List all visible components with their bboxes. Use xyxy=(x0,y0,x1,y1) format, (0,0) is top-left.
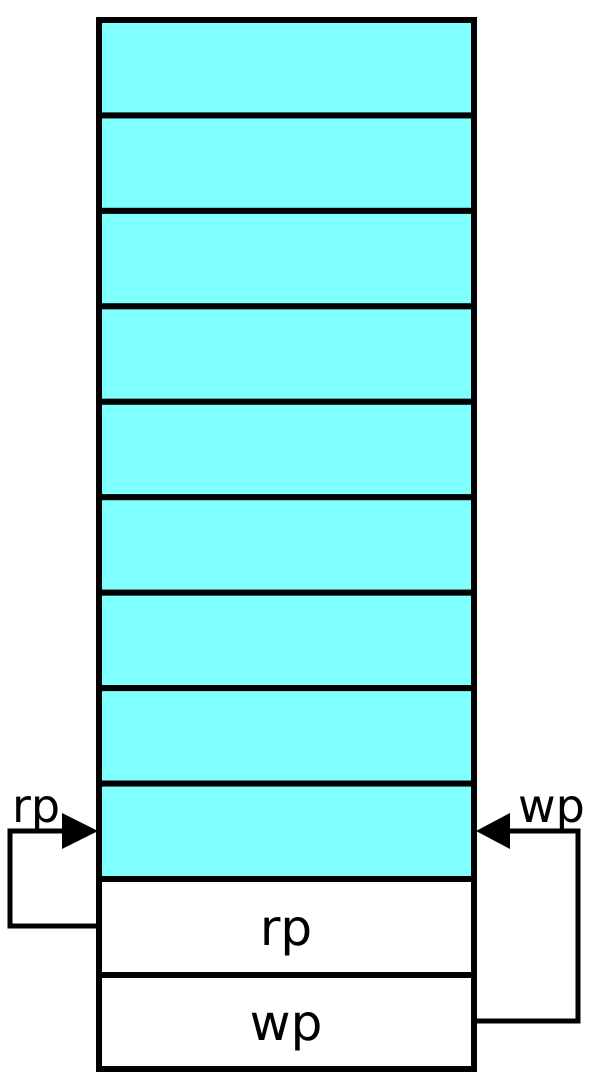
write-pointer-label: wp xyxy=(518,779,585,833)
write-pointer-line xyxy=(474,828,581,1024)
buffer-slot-6 xyxy=(96,494,477,596)
register-label-rp: rp xyxy=(260,899,312,957)
read-pointer-label: rp xyxy=(12,779,60,833)
buffer-slots xyxy=(96,17,477,882)
write-pointer-arrowhead xyxy=(476,813,510,849)
register-box-wp xyxy=(96,972,477,1072)
buffer-slot-2 xyxy=(96,112,477,214)
read-pointer-line xyxy=(7,828,99,929)
buffer-slot-3 xyxy=(96,207,477,310)
buffer-slot-7 xyxy=(96,589,477,692)
buffer-slot-1 xyxy=(96,17,477,119)
buffer-slot-8 xyxy=(96,685,477,787)
buffer-slot-4 xyxy=(96,303,477,405)
buffer-slot-5 xyxy=(96,398,477,501)
buffer-slot-9 xyxy=(96,780,477,882)
read-pointer-arrowhead xyxy=(62,813,98,849)
register-label-wp: wp xyxy=(250,994,323,1052)
